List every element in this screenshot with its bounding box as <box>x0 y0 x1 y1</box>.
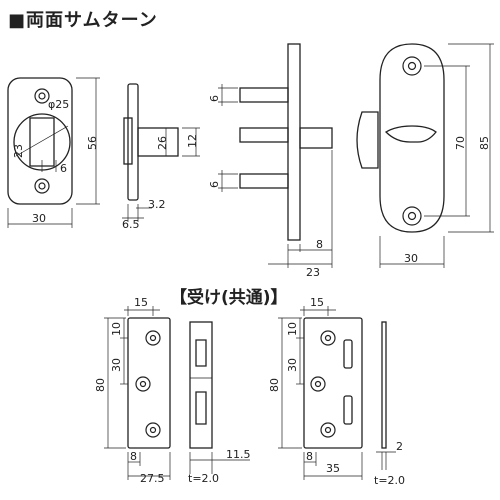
front-view <box>7 77 100 228</box>
dim-side-12: 12 <box>186 134 199 148</box>
back-screw-top-inner <box>407 61 417 71</box>
dim-s1-15: 15 <box>134 296 148 309</box>
strike1-plate <box>127 317 171 449</box>
mid-bolt-top <box>239 87 289 103</box>
dim-s2-10: 10 <box>286 322 299 336</box>
dim-plate-30: 30 <box>404 252 418 265</box>
dim-s1-30: 30 <box>110 358 123 372</box>
dim-s2-30: 30 <box>286 358 299 372</box>
back-plate-outline <box>379 43 445 233</box>
dim-plate-70: 70 <box>454 136 467 150</box>
dim-s2-thickness: t=2.0 <box>374 474 406 487</box>
back-keyhole <box>384 125 437 143</box>
side-plate <box>127 83 139 201</box>
dim-s1-80: 80 <box>94 378 107 392</box>
dim-s2-15: 15 <box>310 296 324 309</box>
dim-s2-2: 2 <box>396 440 403 453</box>
dim-side-6-5: 6.5 <box>122 218 140 231</box>
dim-plate-85: 85 <box>478 136 491 150</box>
front-screw-hole-top-inner <box>38 92 46 100</box>
front-plate-outline <box>7 77 73 205</box>
mid-bolt-bottom <box>239 173 289 189</box>
side-view <box>122 83 200 222</box>
back-screw-bottom-inner <box>407 211 417 221</box>
back-plate-view <box>356 43 494 268</box>
dim-mid-8: 8 <box>316 238 323 251</box>
dim-front-diam: φ25 <box>48 98 70 111</box>
strike2-slot-top <box>343 339 353 369</box>
dim-front-6: 6 <box>60 162 67 175</box>
strike-2 <box>278 306 396 480</box>
dim-s1-thickness: t=2.0 <box>188 472 220 485</box>
dim-mid-6a: 6 <box>208 95 221 102</box>
dim-s1-27-5: 27.5 <box>140 472 165 485</box>
mid-bolt-middle <box>239 127 289 143</box>
dim-s1-10: 10 <box>110 322 123 336</box>
section-subtitle: 【受け(共通)】 <box>170 288 288 308</box>
side-knob-profile <box>123 117 133 165</box>
back-thumb-lever <box>356 111 379 169</box>
dim-mid-6b: 6 <box>208 181 221 188</box>
dim-s1-8: 8 <box>130 450 137 463</box>
mid-plate-edge <box>287 43 301 241</box>
strike2-slot-bottom <box>343 395 353 425</box>
mid-spindle <box>299 127 333 149</box>
dim-front-56: 56 <box>86 136 99 150</box>
strike-1 <box>104 306 250 480</box>
strike1-side <box>189 321 213 449</box>
front-turn-knob <box>29 117 55 167</box>
middle-view <box>218 43 333 268</box>
strike2-side <box>381 321 387 449</box>
front-screw-hole-bottom-inner <box>38 182 46 190</box>
dim-s1-11-5: 11.5 <box>226 448 251 461</box>
front-diam-line <box>15 125 69 157</box>
dim-front-30: 30 <box>32 212 46 225</box>
dim-mid-23: 23 <box>306 266 320 279</box>
dim-s2-35: 35 <box>326 462 340 475</box>
page-title: ■両面サムターン <box>8 10 158 31</box>
dim-side-3-2: 3.2 <box>148 198 166 211</box>
dim-side-26: 26 <box>156 136 169 150</box>
strike2-plate <box>303 317 363 449</box>
dim-s2-80: 80 <box>268 378 281 392</box>
dim-front-23: 23 <box>12 144 25 158</box>
dim-s2-8: 8 <box>306 450 313 463</box>
